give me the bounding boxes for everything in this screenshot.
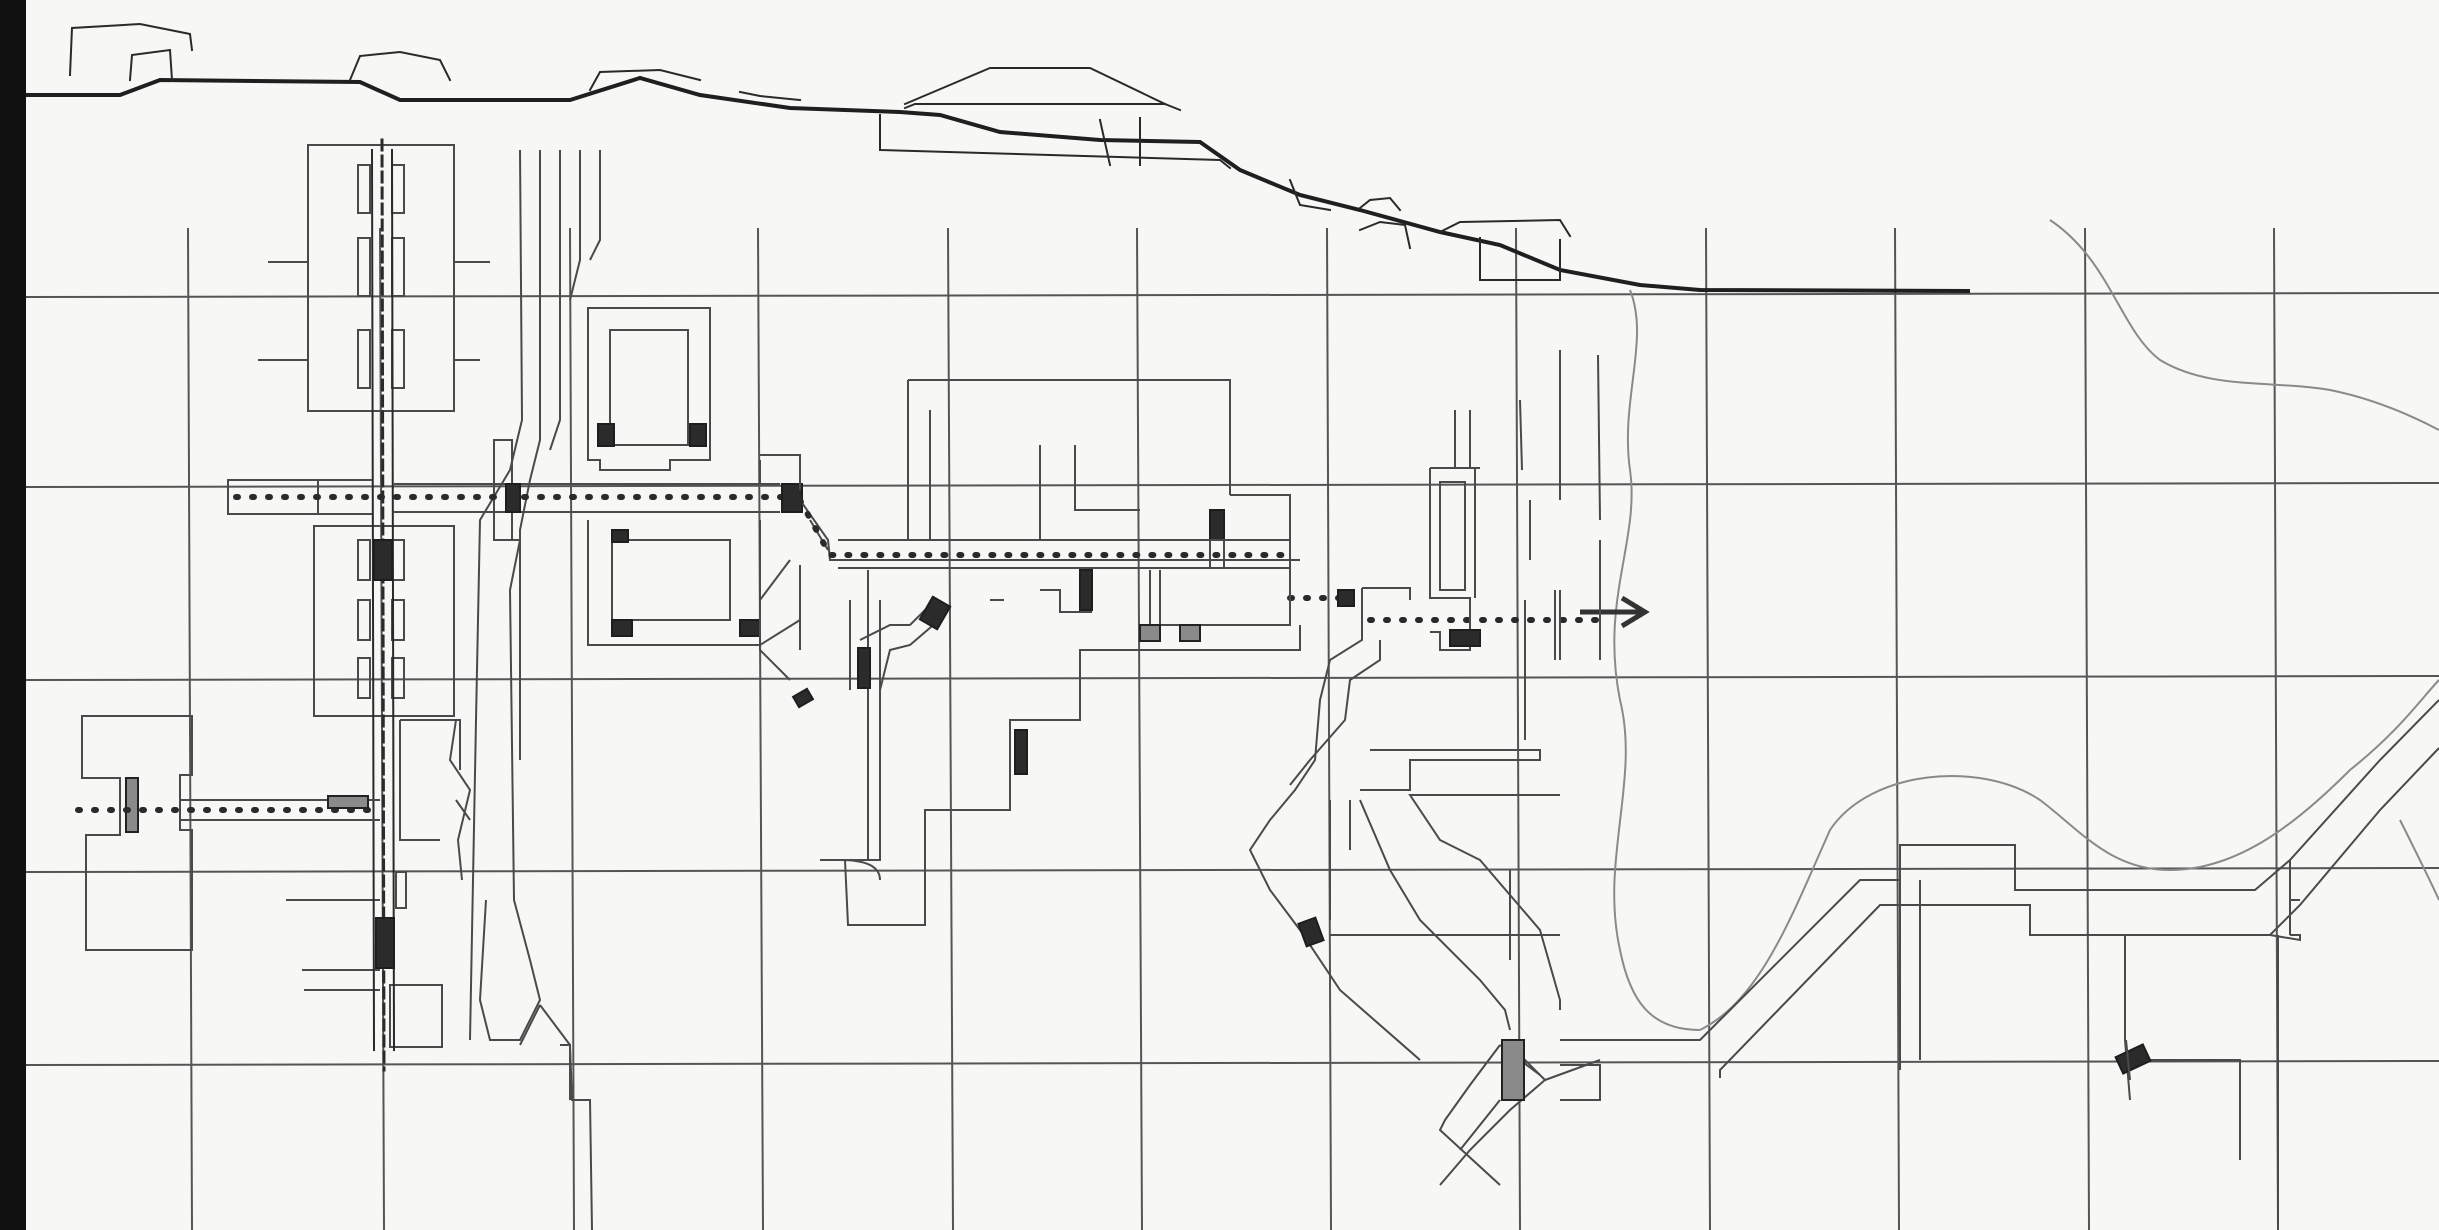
left-building-cluster xyxy=(81,144,490,1048)
arrow-right-icon xyxy=(1580,595,1650,629)
central-courtyards xyxy=(587,307,801,681)
circulation-paths xyxy=(75,479,1603,821)
left-border xyxy=(0,0,26,1230)
right-path-network xyxy=(1560,699,2439,1230)
terrain-contours xyxy=(1613,219,2439,1031)
grid-lines xyxy=(25,227,2439,1230)
right-complex xyxy=(1248,350,1601,1186)
mid-complex xyxy=(791,379,1301,926)
left-corridor xyxy=(370,138,601,1230)
section-elevation xyxy=(26,22,1971,293)
